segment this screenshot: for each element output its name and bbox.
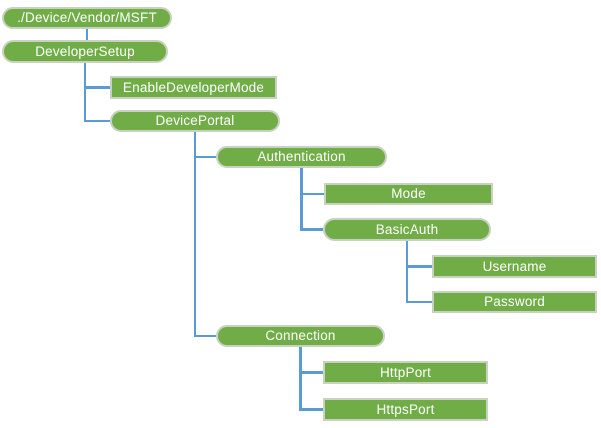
connector-line xyxy=(83,63,87,123)
connector-line xyxy=(299,371,323,374)
connector-line xyxy=(300,168,303,231)
tree-node-connection: Connection xyxy=(216,325,385,347)
tree-node-label: DevicePortal xyxy=(155,113,235,129)
connector-line xyxy=(83,119,110,123)
connector-line xyxy=(193,132,197,338)
connector-line xyxy=(300,228,323,231)
connector-line xyxy=(405,241,409,304)
tree-node-label: Mode xyxy=(391,186,426,202)
tree-node-https-port: HttpsPort xyxy=(323,398,488,421)
tree-node-label: EnableDeveloperMode xyxy=(122,79,265,95)
tree-node-label: ./Device/Vendor/MSFT xyxy=(17,10,157,26)
tree-node-label: Password xyxy=(484,294,545,310)
tree-node-label: HttpPort xyxy=(379,364,432,380)
tree-node-label: Connection xyxy=(265,328,336,344)
tree-node-label: BasicAuth xyxy=(375,221,439,237)
tree-node-mode: Mode xyxy=(324,183,493,205)
tree-node-enable-developer-mode: EnableDeveloperMode xyxy=(110,76,277,99)
connector-line xyxy=(405,265,432,268)
tree-node-password: Password xyxy=(432,291,597,313)
connector-line xyxy=(300,192,324,196)
tree-node-username: Username xyxy=(432,255,597,278)
tree-node-device-portal: DevicePortal xyxy=(110,110,280,132)
tree-node-basic-auth: BasicAuth xyxy=(323,218,491,241)
connector-line xyxy=(83,86,110,89)
connector-line xyxy=(193,155,216,159)
tree-node-developer-setup: DeveloperSetup xyxy=(2,40,168,63)
tree-node-root: ./Device/Vendor/MSFT xyxy=(2,7,172,29)
connector-line xyxy=(405,300,432,304)
tree-node-label: DeveloperSetup xyxy=(35,43,135,59)
tree-node-http-port: HttpPort xyxy=(323,361,488,384)
connector-line xyxy=(85,29,89,40)
tree-node-label: Authentication xyxy=(257,149,346,165)
tree-node-authentication: Authentication xyxy=(216,146,387,168)
connector-line xyxy=(193,334,216,338)
connector-line xyxy=(299,408,323,411)
tree-node-label: HttpsPort xyxy=(376,401,435,417)
tree-node-label: Username xyxy=(482,258,547,274)
connector-line xyxy=(299,347,302,411)
